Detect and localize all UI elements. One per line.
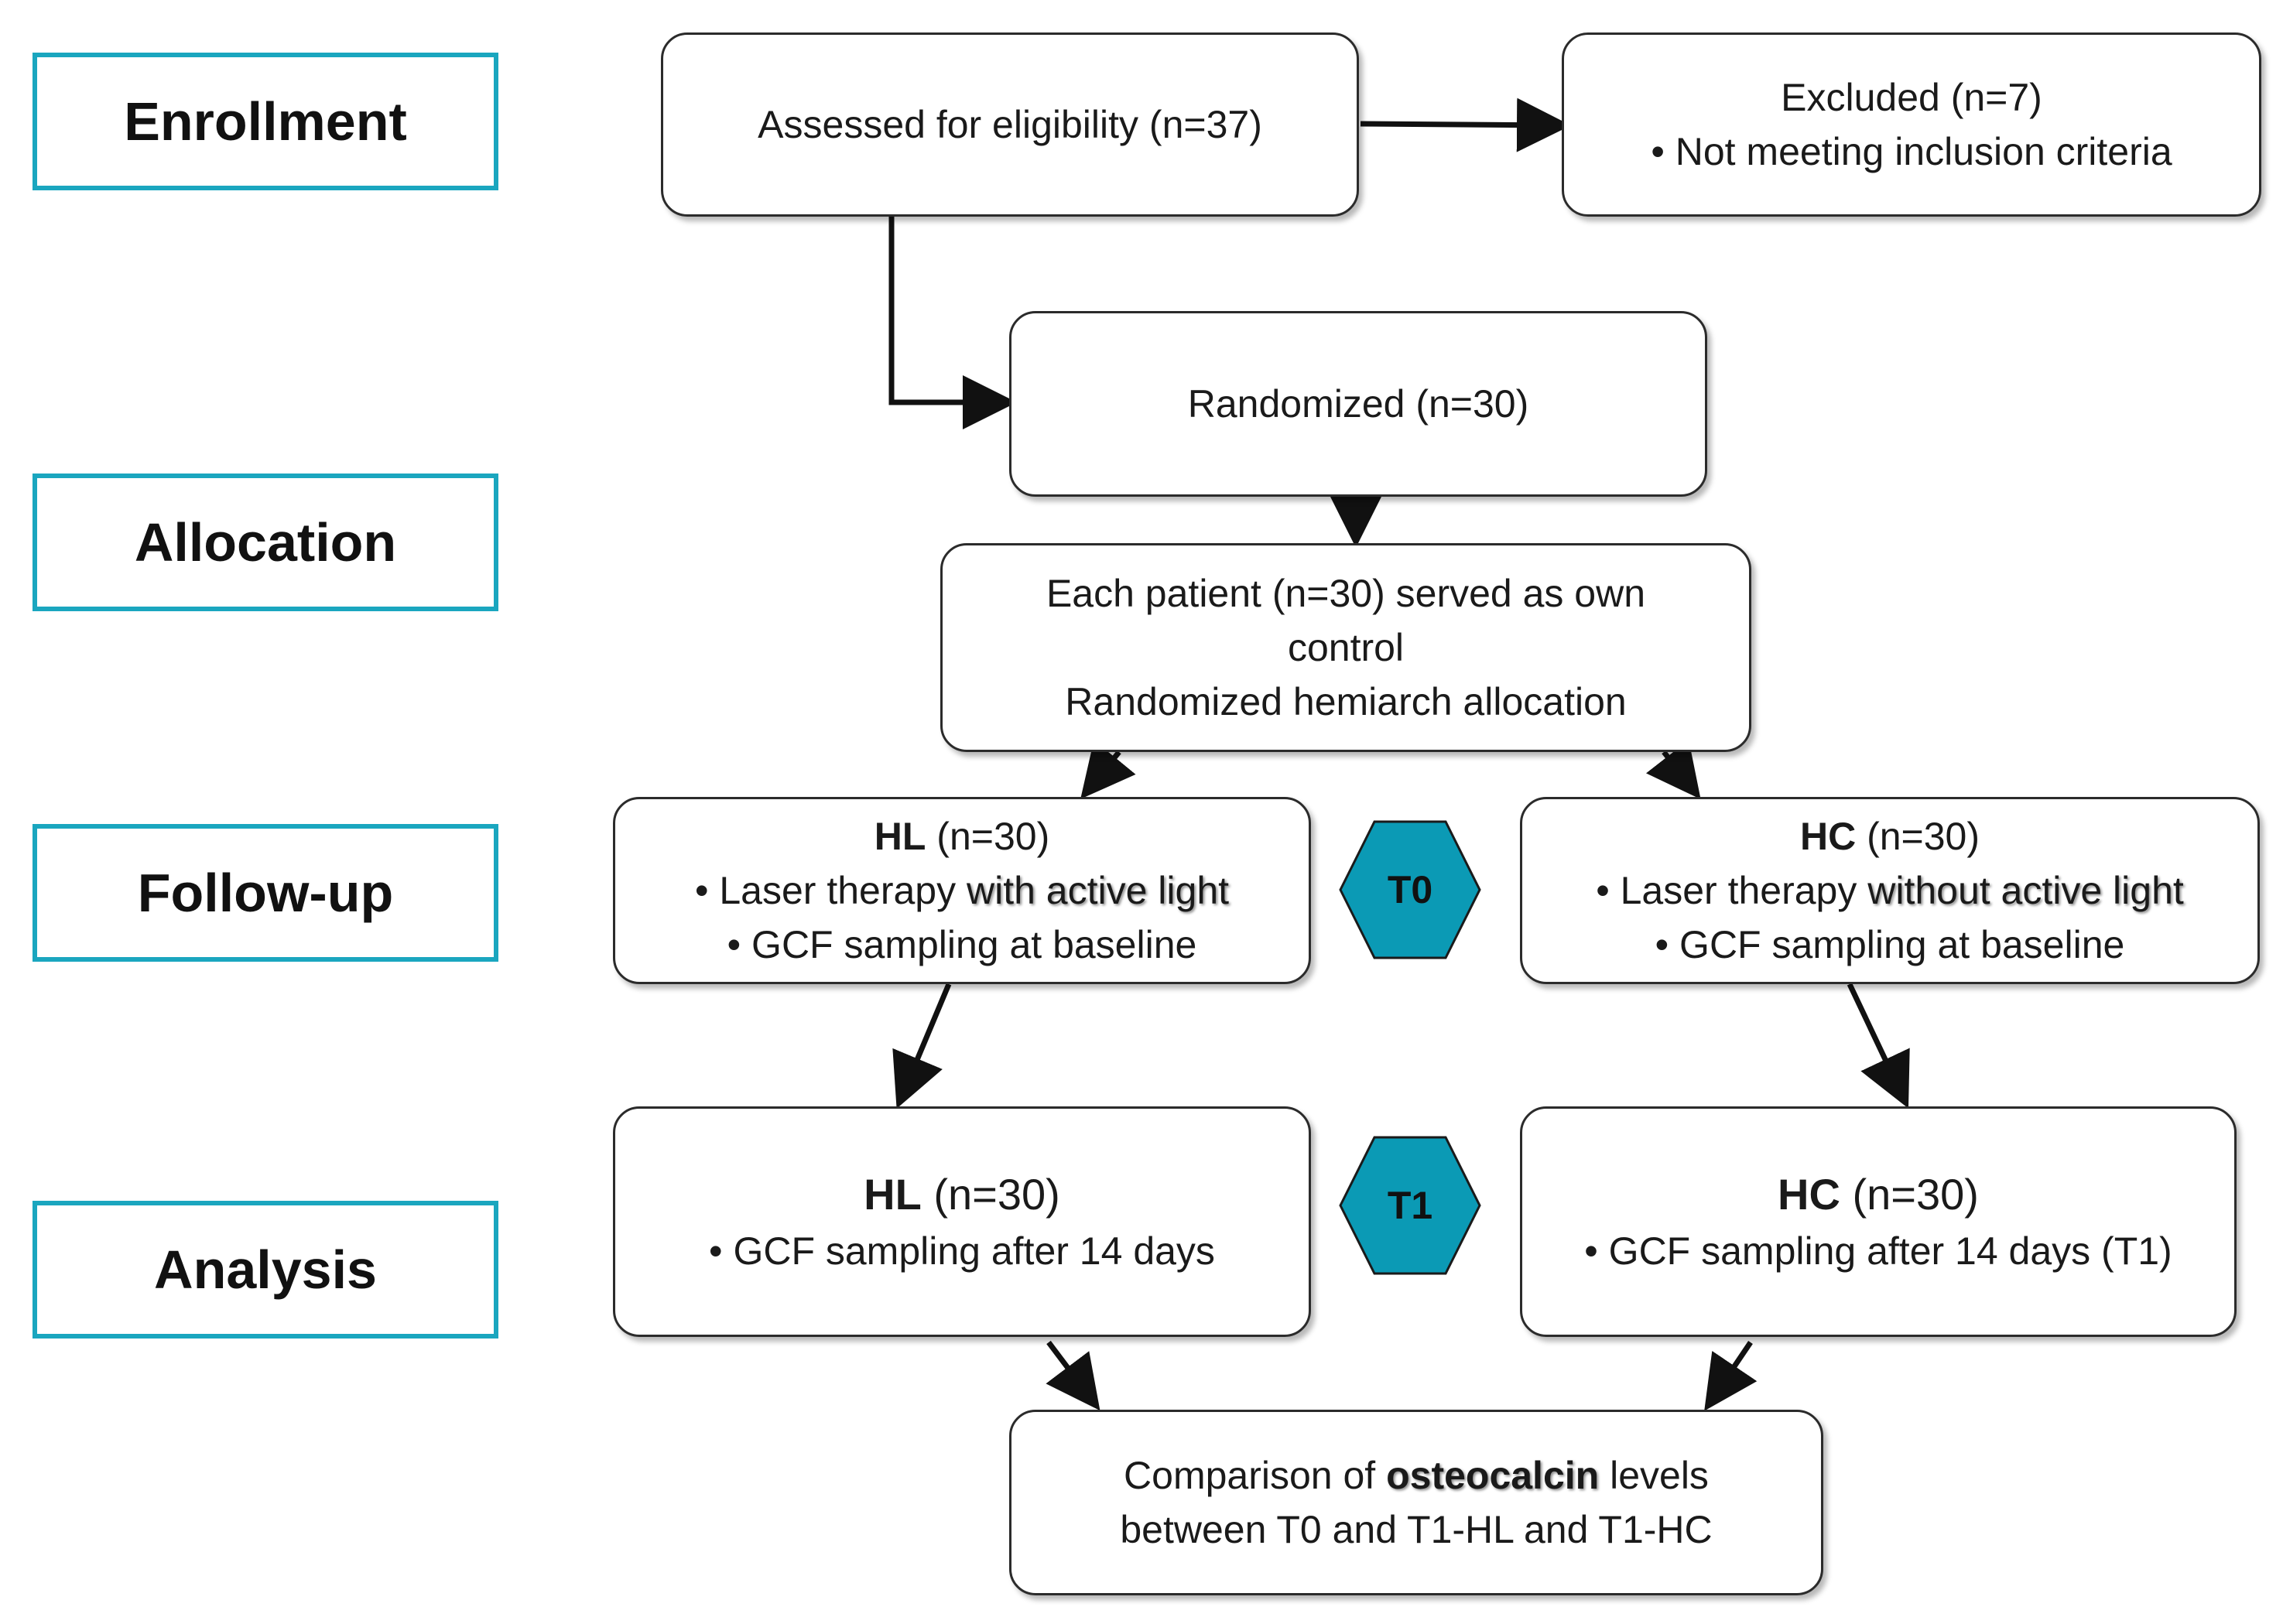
hl-t0-n: (n=30)	[926, 815, 1050, 858]
hc-t1-heading: HC (n=30)	[1778, 1165, 1979, 1224]
hc-t0-sampling: • GCF sampling at baseline	[1655, 923, 2125, 966]
stage-enrollment: Enrollment	[33, 53, 498, 190]
arrow-hc-t1-to-comparison	[1704, 1341, 1758, 1411]
timepoint-t0-label: T0	[1387, 868, 1433, 911]
hc-t1-box: HC (n=30) • GCF sampling after 14 days (…	[1520, 1106, 2237, 1337]
comparison-line-2: between T0 and T1-HL and T1-HC	[1120, 1508, 1713, 1551]
allocation-line-1: Each patient (n=30) served as own	[1046, 572, 1646, 615]
excluded-reason: • Not meeting inclusion criteria	[1651, 130, 2172, 173]
stage-allocation: Allocation	[33, 474, 498, 611]
hc-t0-n: (n=30)	[1856, 815, 1980, 858]
arrow-hl-t0-to-hl-t1	[892, 983, 952, 1109]
hl-t0-therapy-prefix: • Laser therapy	[694, 869, 967, 912]
timepoint-t1-label: T1	[1387, 1184, 1433, 1227]
hl-t1-sampling: • GCF sampling after 14 days	[709, 1229, 1215, 1273]
allocation-line-3: Randomized hemiarch allocation	[1065, 680, 1627, 723]
stage-analysis: Analysis	[33, 1201, 498, 1339]
hc-t0-therapy: • Laser therapy without active light	[1596, 863, 2184, 918]
allocation-box: Each patient (n=30) served as own contro…	[940, 543, 1751, 752]
hexagon-t0-shape	[1339, 820, 1481, 959]
comparison-suffix: levels	[1599, 1454, 1709, 1497]
comparison-emph: osteocalcin	[1386, 1454, 1600, 1497]
hc-t0-group: HC	[1799, 815, 1857, 858]
arrow-hl-t1-to-comparison	[1046, 1340, 1100, 1411]
hl-t1-group: HL	[864, 1170, 922, 1219]
excluded-title: Excluded (n=7)	[1781, 76, 2042, 119]
arrow-hc-t0-to-hc-t1	[1847, 983, 1910, 1109]
hexagon-t1-shape	[1339, 1136, 1481, 1275]
hc-t0-heading: HC (n=30)	[1800, 809, 1980, 863]
assessed-box: Assessed for eligibility (n=37)	[661, 32, 1359, 217]
hc-t1-sampling: • GCF sampling after 14 days (T1)	[1584, 1229, 2172, 1273]
allocation-line-2: control	[1287, 626, 1405, 669]
excluded-box: Excluded (n=7) • Not meeting inclusion c…	[1562, 32, 2261, 217]
assessed-text: Assessed for eligibility (n=37)	[758, 103, 1262, 146]
hl-t0-group: HL	[874, 815, 926, 858]
comparison-box: Comparison of osteocalcin levels between…	[1009, 1410, 1823, 1595]
hc-t0-box: HC (n=30) • Laser therapy without active…	[1520, 797, 2260, 984]
hl-t0-therapy: • Laser therapy with active light	[695, 863, 1229, 918]
hl-t0-heading: HL (n=30)	[875, 809, 1049, 863]
hc-t1-n: (n=30)	[1840, 1170, 1979, 1219]
arrow-assessed-to-randomized	[888, 217, 1017, 429]
arrow-allocation-to-hc	[1645, 740, 1701, 800]
stage-followup: Follow-up	[33, 824, 498, 962]
randomized-box: Randomized (n=30)	[1009, 311, 1707, 497]
hc-t0-therapy-emph: without active light	[1867, 869, 2184, 912]
hl-t1-n: (n=30)	[921, 1170, 1060, 1219]
hc-t0-therapy-prefix: • Laser therapy	[1596, 869, 1868, 912]
hl-t1-box: HL (n=30) • GCF sampling after 14 days	[613, 1106, 1311, 1337]
arrow-assessed-to-excluded	[1360, 97, 1571, 152]
timepoint-t0-hexagon: T0	[1339, 820, 1481, 959]
hl-t0-box: HL (n=30) • Laser therapy with active li…	[613, 797, 1311, 984]
hl-t0-therapy-emph: with active light	[966, 869, 1230, 912]
timepoint-t1-hexagon: T1	[1339, 1136, 1481, 1275]
hc-t1-group: HC	[1778, 1170, 1840, 1219]
comparison-line-1: Comparison of osteocalcin levels	[1124, 1448, 1709, 1503]
hl-t0-sampling: • GCF sampling at baseline	[727, 923, 1197, 966]
randomized-text: Randomized (n=30)	[1187, 382, 1529, 426]
comparison-prefix: Comparison of	[1124, 1454, 1387, 1497]
arrow-allocation-to-hl	[1080, 740, 1136, 799]
hl-t1-heading: HL (n=30)	[864, 1165, 1060, 1224]
